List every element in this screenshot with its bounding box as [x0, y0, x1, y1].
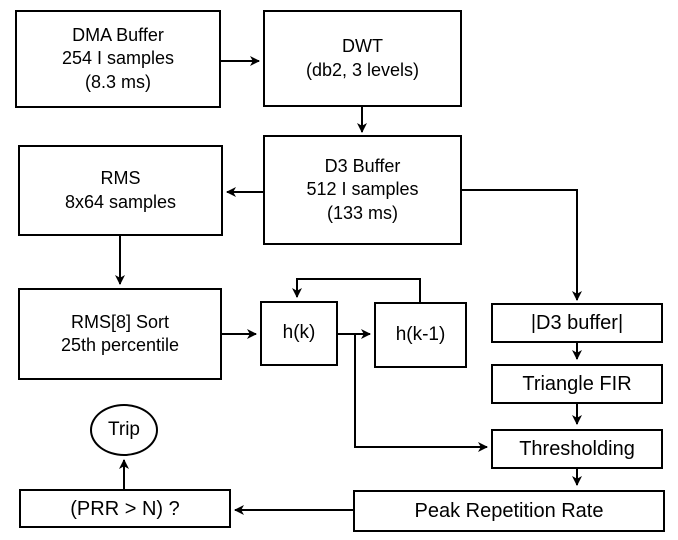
node-trip-terminal: Trip: [90, 404, 158, 456]
node-prr-check: (PRR > N) ?: [19, 489, 231, 528]
node-rms-line1: RMS: [100, 168, 141, 189]
node-rms-sort-line1: RMS[8] Sort: [70, 311, 170, 332]
node-h-k-label: h(k): [282, 322, 316, 344]
node-d3-buffer-line3: (133 ms): [326, 202, 398, 223]
node-thresholding: Thresholding: [491, 429, 663, 469]
node-dwt-line1: DWT: [342, 36, 383, 57]
node-triangle-fir: Triangle FIR: [491, 364, 663, 404]
node-d3-buffer-line1: D3 Buffer: [324, 155, 401, 176]
arrow-d3buffer-to-d3abs: [462, 189, 582, 301]
node-dma-buffer-line1: DMA Buffer: [72, 24, 164, 45]
node-dma-buffer: DMA Buffer 254 I samples (8.3 ms): [15, 10, 221, 108]
node-rms-sort-line2: 25th percentile: [60, 335, 180, 355]
node-d3-abs-label: |D3 buffer|: [530, 312, 624, 334]
node-dwt: DWT (db2, 3 levels): [263, 10, 462, 107]
node-h-k-minus-1-label: h(k-1): [395, 323, 446, 345]
node-d3-buffer-line2: 512 I samples: [306, 179, 419, 200]
node-d3-buffer: D3 Buffer 512 I samples (133 ms): [263, 135, 462, 245]
node-thresholding-label: Thresholding: [519, 438, 635, 460]
node-triangle-fir-label: Triangle FIR: [522, 373, 632, 395]
node-rms-sort: RMS[8] Sort 25th percentile: [18, 288, 222, 380]
node-dma-buffer-line3: (8.3 ms): [84, 71, 151, 92]
node-d3-abs: |D3 buffer|: [491, 303, 663, 343]
arrow-feedback-hk1-to-hk: [292, 278, 421, 302]
node-dma-buffer-line2: 254 I samples: [61, 48, 175, 69]
node-h-k: h(k): [260, 301, 338, 366]
node-trip-label: Trip: [107, 418, 141, 440]
node-dwt-line2: (db2, 3 levels): [305, 59, 420, 80]
node-rms: RMS 8x64 samples: [18, 145, 223, 236]
node-h-k-minus-1: h(k-1): [374, 302, 467, 368]
arrow-hk-to-thresholding: [354, 334, 488, 452]
node-peak-repetition-rate-label: Peak Repetition Rate: [414, 500, 604, 522]
node-prr-check-label: (PRR > N) ?: [70, 497, 180, 520]
node-peak-repetition-rate: Peak Repetition Rate: [353, 490, 665, 532]
node-rms-line2: 8x64 samples: [64, 191, 177, 212]
